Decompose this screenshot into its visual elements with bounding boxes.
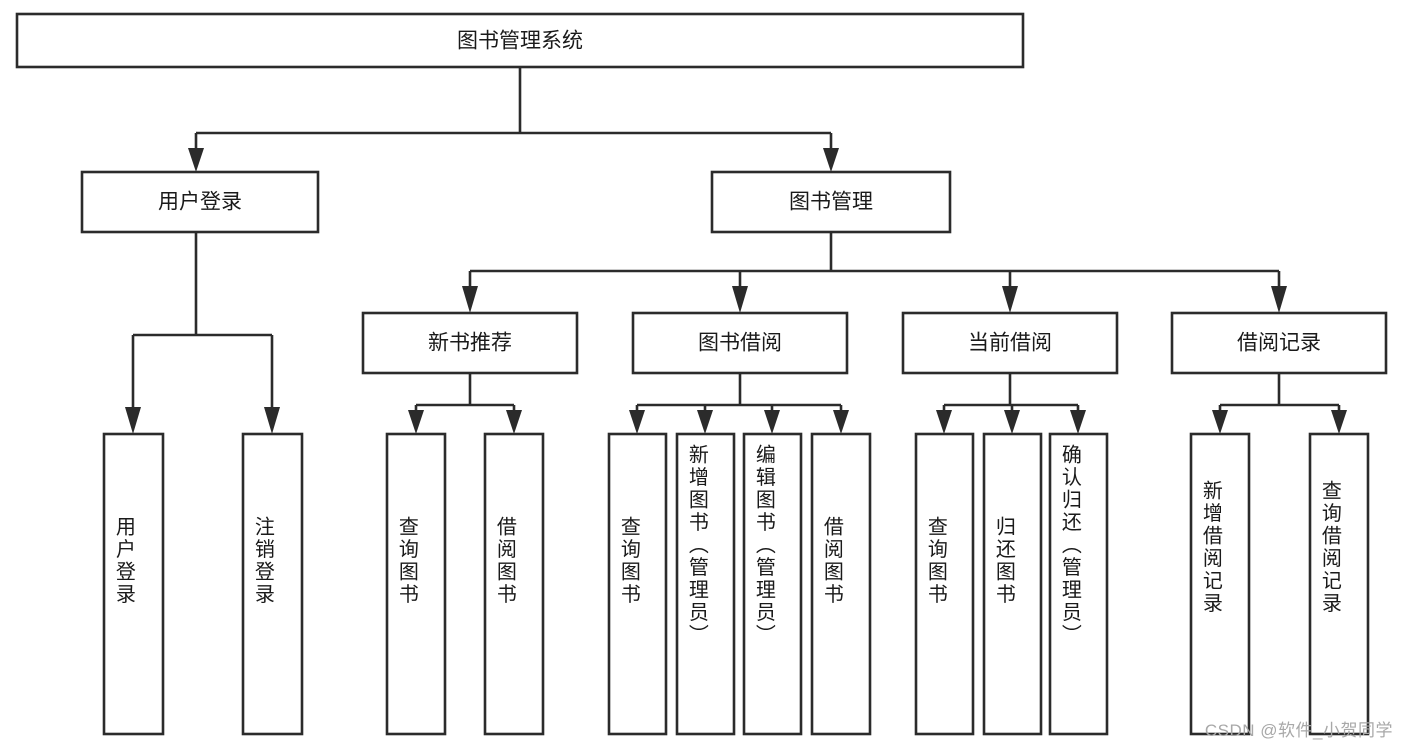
node-book-management-system[interactable] [15, 12, 1025, 69]
arrow-to-leaf-bookborrow-3 [764, 410, 780, 434]
arrow-to-borrow-record [1271, 286, 1287, 313]
arrow-to-new-book-recommend [462, 286, 478, 313]
arrow-to-current-borrow [1002, 286, 1018, 313]
arrow-to-leaf-bookborrow-2 [697, 410, 713, 434]
label-borrow-record: 借阅记录 [1237, 332, 1321, 355]
arrow-to-leaf-currentborrow-1 [936, 410, 952, 434]
leaf-bookborrow-edit-book-admin[interactable] [742, 432, 803, 736]
leaf-logout[interactable] [241, 432, 304, 736]
node-book-management[interactable] [710, 170, 952, 234]
leaf-newbook-borrow-book[interactable] [483, 432, 545, 736]
arrow-to-leaf-currentborrow-3 [1070, 410, 1086, 434]
leaf-newbook-query-book[interactable] [385, 432, 447, 736]
arrow-to-leaf-borrowrecord-2 [1331, 410, 1347, 434]
arrow-to-leaf-logout [264, 407, 280, 434]
label-book-borrow: 图书借阅 [698, 332, 782, 355]
leaf-user-login[interactable] [102, 432, 165, 736]
leaf-currentborrow-confirm-return-admin[interactable] [1048, 432, 1109, 736]
arrow-to-leaf-currentborrow-2 [1004, 410, 1020, 434]
arrowheads [125, 148, 1347, 434]
leaf-borrowrecord-query-record[interactable] [1308, 432, 1370, 736]
node-user-login[interactable] [80, 170, 320, 234]
node-current-borrow[interactable] [901, 311, 1119, 375]
arrow-to-user-login [188, 148, 204, 172]
leaf-bookborrow-query-book[interactable] [607, 432, 668, 736]
node-labels: 图书管理系统 用户登录 图书管理 新书推荐 图书借阅 当前借阅 借阅记录 [158, 30, 1321, 355]
leaf-bookborrow-borrow-book[interactable] [810, 432, 872, 736]
arrow-to-leaf-newbook-2 [506, 410, 522, 434]
leaf-bookborrow-add-book-admin[interactable] [675, 432, 736, 736]
leaf-borrowrecord-add-record[interactable] [1189, 432, 1251, 736]
label-current-borrow: 当前借阅 [968, 332, 1052, 355]
arrow-to-leaf-bookborrow-1 [629, 410, 645, 434]
leaf-currentborrow-return-book[interactable] [982, 432, 1043, 736]
arrow-to-leaf-newbook-1 [408, 410, 424, 434]
arrow-to-leaf-borrowrecord-1 [1212, 410, 1228, 434]
node-boxes [15, 12, 1388, 736]
csdn-watermark: CSDN @软件_小贺同学 [1204, 721, 1393, 740]
node-new-book-recommend[interactable] [361, 311, 579, 375]
arrow-to-leaf-user-login [125, 407, 141, 434]
arrow-to-leaf-bookborrow-4 [833, 410, 849, 434]
arrow-to-book-borrow [732, 286, 748, 313]
arrow-to-book-mgmt [823, 148, 839, 172]
label-book-management-system: 图书管理系统 [457, 30, 583, 53]
node-borrow-record[interactable] [1170, 311, 1388, 375]
label-book-management: 图书管理 [789, 191, 873, 214]
label-user-login: 用户登录 [158, 191, 242, 214]
leaf-currentborrow-query-book[interactable] [914, 432, 975, 736]
label-new-book-recommend: 新书推荐 [428, 332, 512, 355]
node-book-borrow[interactable] [631, 311, 849, 375]
